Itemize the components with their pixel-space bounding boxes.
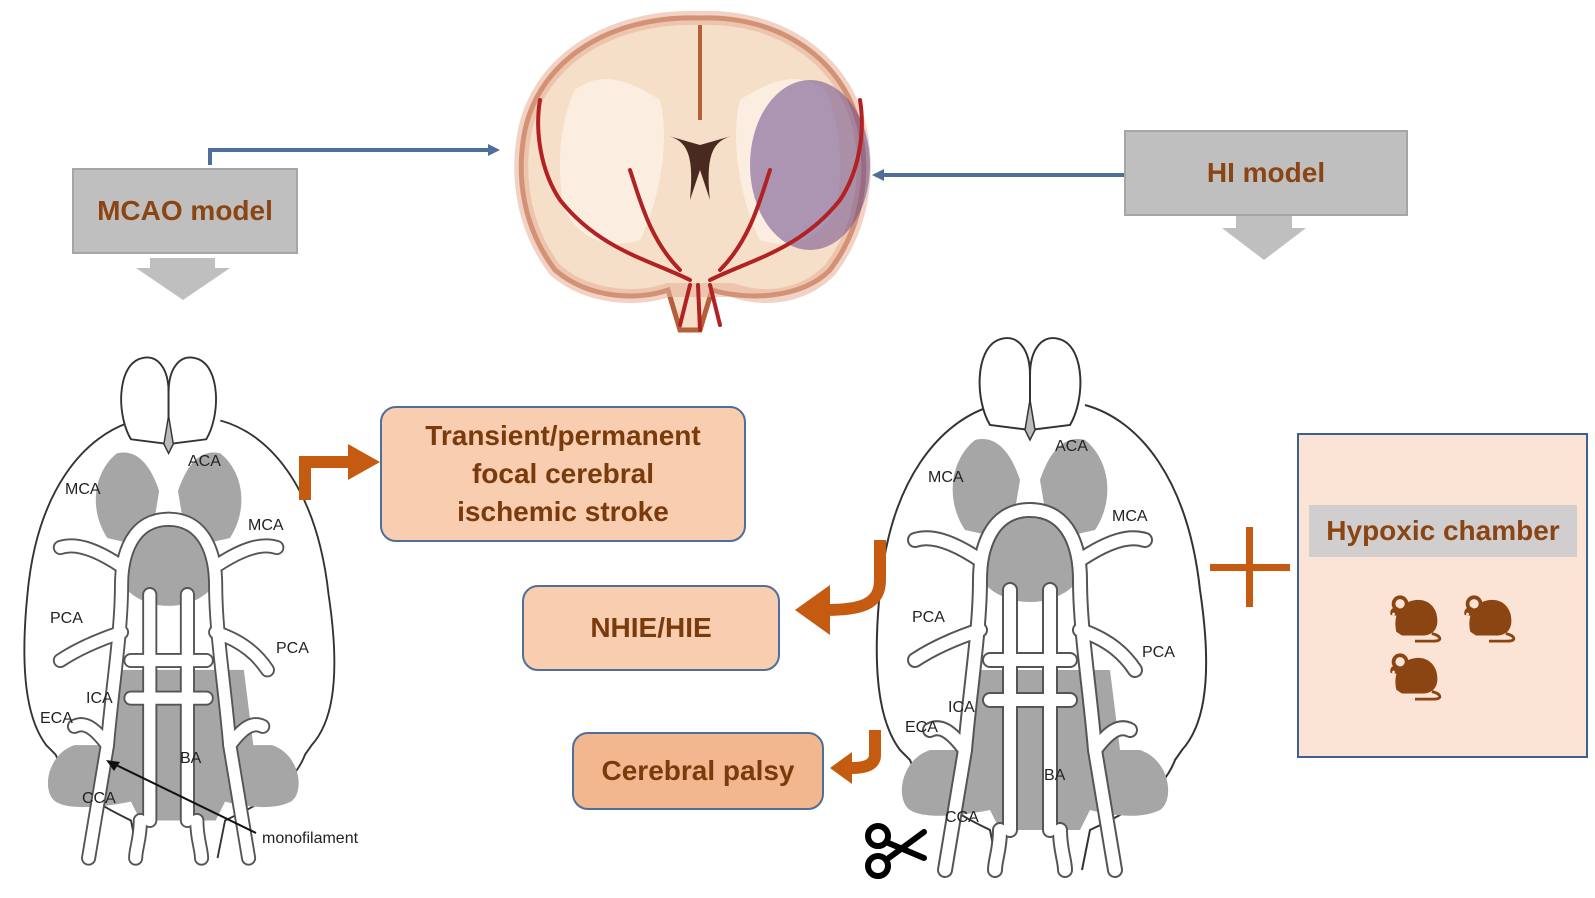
rats-group: [1388, 594, 1516, 701]
hi-vessel-labels: ACA MCA MCA PCA PCA ICA ECA BA CCA: [905, 438, 1175, 826]
palsy-outcome-box: Cerebral palsy: [572, 732, 824, 810]
label-aca: ACA: [188, 453, 221, 470]
arrowhead: [830, 752, 852, 784]
hypoxic-chamber-title: Hypoxic chamber: [1309, 505, 1577, 557]
mcao-model-label: MCAO model: [97, 195, 273, 226]
arrow-to-stroke: [299, 456, 350, 500]
arrowhead: [488, 144, 500, 156]
monofilament-pointer: [111, 762, 257, 834]
plus-icon: [1210, 527, 1290, 607]
arrowhead: [795, 585, 830, 635]
mcao-model-box: MCAO model: [72, 168, 298, 254]
label-pca-right: PCA: [276, 640, 309, 657]
label-pca-left: PCA: [912, 609, 945, 626]
arrow-to-nhie: [824, 540, 886, 616]
arrow-to-palsy: [851, 730, 881, 774]
label-cca: CCA: [82, 790, 116, 807]
label-aca: ACA: [1055, 438, 1088, 455]
label-ica: ICA: [948, 699, 975, 716]
hypoxic-chamber-box: Hypoxic chamber: [1297, 433, 1588, 758]
label-ba: BA: [180, 750, 202, 767]
label-mca-left: MCA: [928, 469, 964, 486]
arrowhead: [348, 444, 380, 480]
label-eca: ECA: [40, 710, 73, 727]
stroke-outcome-label: Transient/permanent focal cerebral ische…: [425, 419, 701, 528]
label-mca-left: MCA: [65, 481, 101, 498]
stroke-outcome-box: Transient/permanent focal cerebral ische…: [380, 406, 746, 542]
arrowhead: [106, 760, 120, 771]
label-ica: ICA: [86, 690, 113, 707]
label-pca-left: PCA: [50, 610, 83, 627]
mcao-to-brain-arrow: [208, 148, 494, 165]
label-monofilament: monofilament: [262, 830, 359, 847]
hi-model-box: HI model: [1124, 130, 1408, 216]
hi-rat-brain-vasculature: [877, 338, 1206, 870]
label-mca-right: MCA: [248, 517, 284, 534]
label-eca: ECA: [905, 719, 938, 736]
label-pca-right: PCA: [1142, 644, 1175, 661]
rat-icon: [1388, 652, 1442, 701]
label-mca-right: MCA: [1112, 508, 1148, 525]
rat-icon: [1462, 594, 1516, 643]
orange-flow-arrows: [299, 456, 886, 774]
palsy-outcome-label: Cerebral palsy: [601, 754, 795, 786]
label-ba: BA: [1044, 767, 1066, 784]
arrowhead: [872, 169, 884, 181]
mcao-down-arrow: [136, 258, 230, 300]
hypoxic-chamber-label: Hypoxic chamber: [1326, 515, 1560, 546]
mcao-vessel-labels: ACA MCA MCA PCA PCA ICA ECA BA CCA monof…: [40, 453, 359, 847]
nhie-outcome-box: NHIE/HIE: [522, 585, 780, 671]
mcao-rat-brain-vasculature: [24, 357, 334, 858]
label-cca: CCA: [945, 809, 979, 826]
hi-down-arrow: [1222, 215, 1306, 260]
scissors-icon: [865, 823, 927, 879]
coronal-brain-section-icon: [514, 10, 871, 333]
rat-icon: [1388, 594, 1442, 643]
nhie-outcome-label: NHIE/HIE: [590, 611, 712, 643]
hi-model-label: HI model: [1206, 157, 1326, 188]
